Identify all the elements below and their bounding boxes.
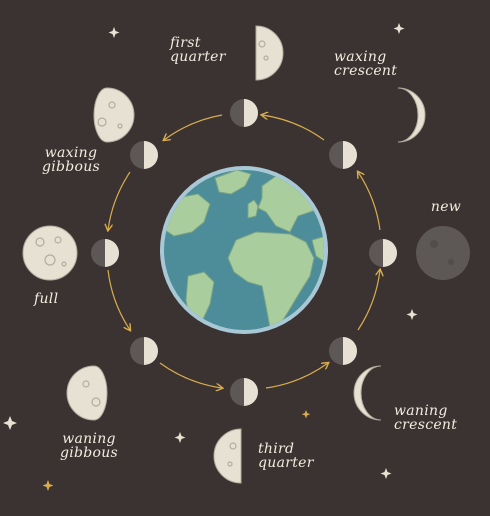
label-waxing-crescent-line2: crescent (334, 63, 398, 79)
orbit-arrow (358, 172, 381, 231)
label-waning-gibbous-line1: waning (62, 431, 116, 447)
stars (3, 23, 418, 491)
inner-moon-waxing-gibbous (130, 141, 158, 169)
madagascar (312, 295, 323, 317)
label-third-quarter: third quarter (258, 442, 328, 470)
orbit-arrow (262, 115, 325, 141)
label-waxing-gibbous-line1: waxing (44, 145, 98, 161)
star (393, 23, 405, 34)
moon-waning-crescent (353, 365, 382, 421)
inner-moon-waning-crescent (329, 337, 357, 365)
label-waxing-crescent: waxing crescent (334, 50, 414, 78)
label-first-quarter-line1: first (170, 35, 201, 51)
inner-moon-new (369, 239, 397, 267)
label-waning-crescent-line1: waning (394, 403, 448, 419)
star (42, 480, 54, 491)
star (380, 468, 392, 479)
moon-new (416, 226, 470, 280)
label-waxing-gibbous: waxing gibbous (36, 146, 106, 174)
orbit-arrow (107, 269, 130, 330)
moon-third-quarter (213, 428, 242, 484)
orbit-arrow (357, 270, 380, 331)
label-waning-gibbous-line2: gibbous (59, 445, 119, 461)
orbit-arrow (265, 363, 328, 389)
label-third-quarter-line2: quarter (258, 455, 314, 471)
star (108, 27, 120, 38)
orbit-arrow (159, 362, 222, 388)
star (406, 309, 418, 320)
inner-moon-full (91, 239, 119, 267)
label-waxing-crescent-line1: waxing (334, 49, 387, 65)
moon-waxing-crescent (397, 87, 426, 143)
moon-waning-gibbous (66, 365, 108, 421)
label-waxing-gibbous-line2: gibbous (41, 159, 101, 175)
star (174, 432, 186, 443)
moon-first-quarter (255, 25, 284, 81)
label-new: new (418, 200, 474, 214)
label-new-line1: new (430, 199, 462, 215)
label-first-quarter: first quarter (170, 36, 240, 64)
moon-full (22, 225, 78, 281)
label-full: full (34, 292, 84, 306)
earth (160, 166, 328, 334)
label-waning-crescent-line2: crescent (394, 417, 458, 433)
label-first-quarter-line2: quarter (170, 49, 226, 65)
label-full-line1: full (34, 291, 59, 307)
inner-moon-third-quarter (230, 378, 258, 406)
orbit-arrow (164, 114, 223, 140)
label-waning-crescent: waning crescent (394, 404, 474, 432)
star (3, 416, 17, 430)
label-waning-gibbous: waning gibbous (54, 432, 124, 460)
outer-moons (22, 25, 470, 484)
inner-moon-first-quarter (230, 99, 258, 127)
orbit-arrows (108, 115, 380, 388)
orbit-arrow (108, 171, 131, 230)
inner-moons (91, 99, 397, 406)
greenland (214, 170, 252, 195)
label-third-quarter-line1: third (258, 441, 295, 457)
moon-waxing-gibbous (93, 87, 135, 143)
inner-moon-waning-gibbous (130, 337, 158, 365)
britain (247, 199, 259, 219)
inner-moon-waxing-crescent (329, 141, 357, 169)
star (301, 410, 311, 419)
